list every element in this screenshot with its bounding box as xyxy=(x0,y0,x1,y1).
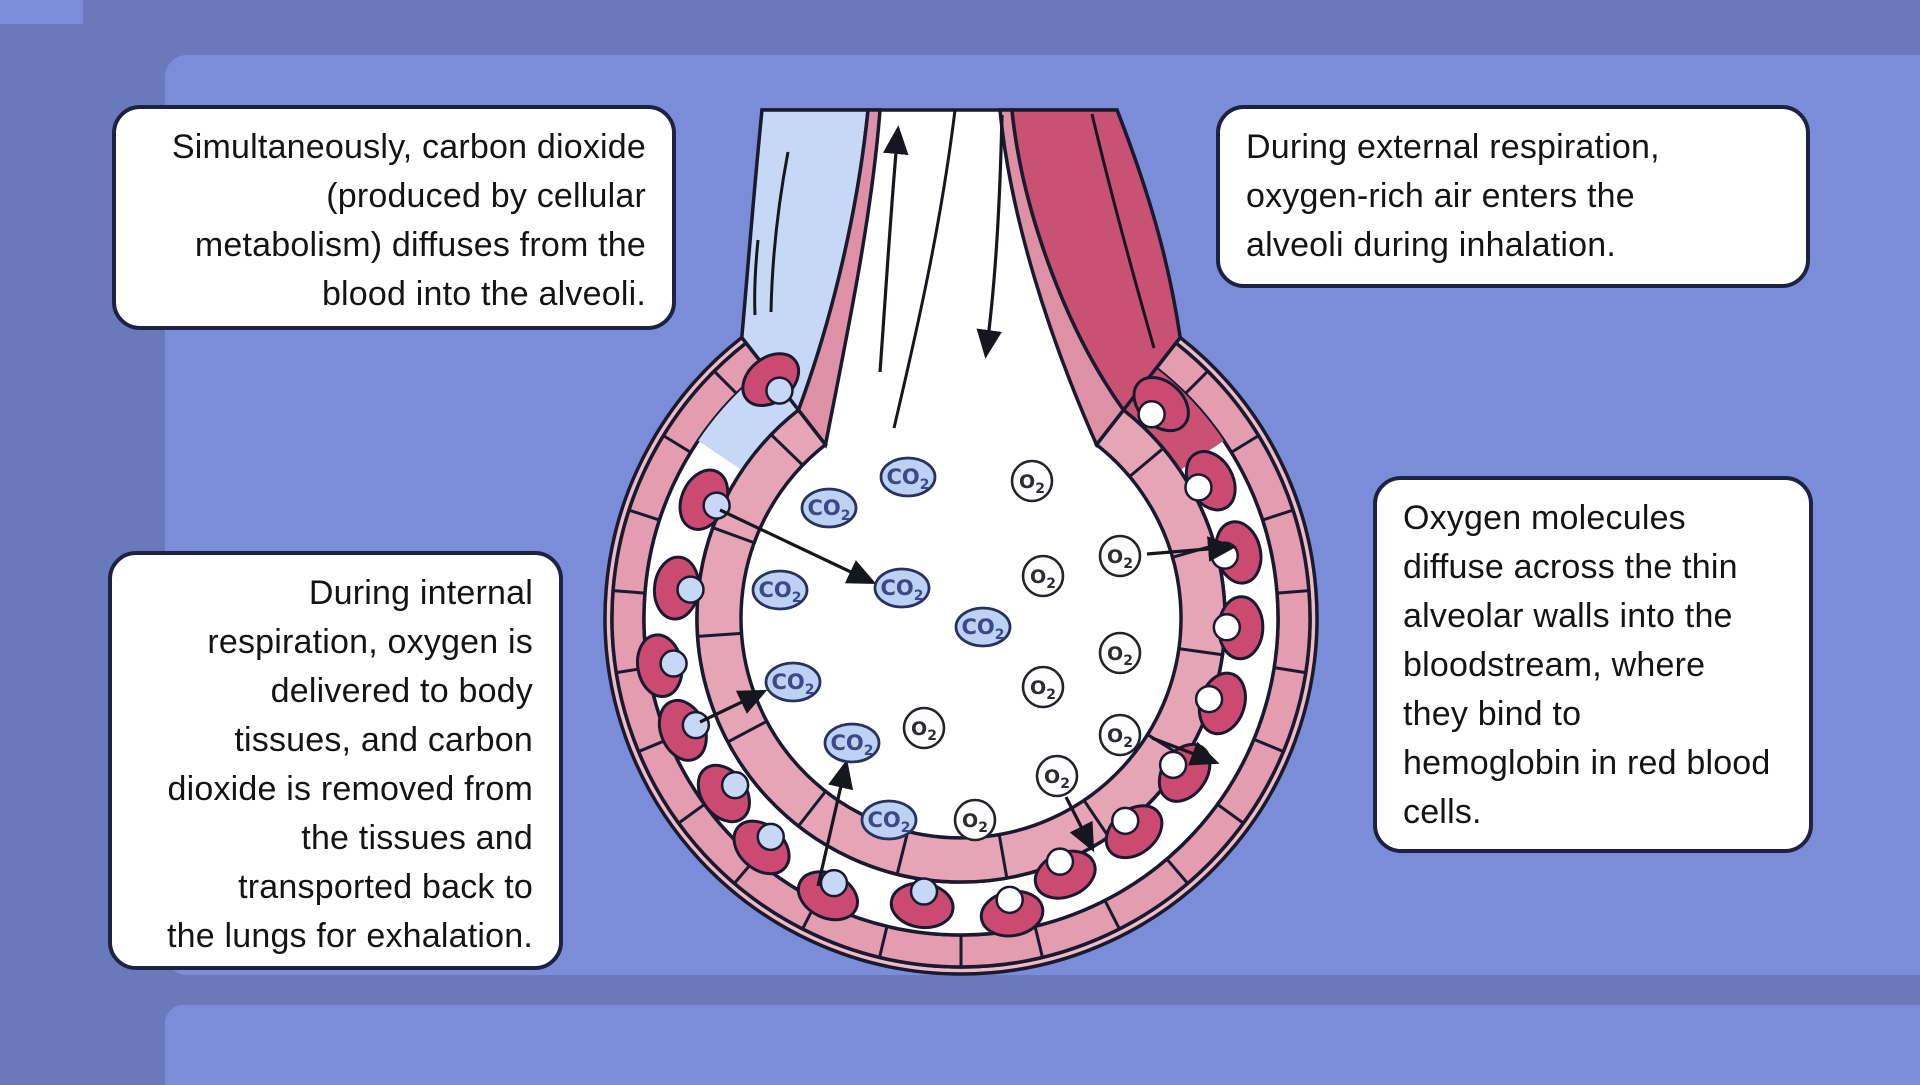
bound-co2-dot xyxy=(756,822,785,852)
svg-text:O2: O2 xyxy=(1030,566,1056,592)
bound-o2-dot xyxy=(1111,806,1140,836)
textbox-line: the lungs for exhalation. xyxy=(166,917,533,955)
capillary-wall-cell-borders xyxy=(612,370,1310,967)
co2-molecule: CO2 xyxy=(764,661,822,703)
svg-text:O2: O2 xyxy=(1019,471,1045,497)
airway-divider-line xyxy=(892,109,957,429)
artery-wall-stripe xyxy=(796,108,882,449)
artery-flow-line-short xyxy=(753,239,760,316)
textbox-line: they bind to xyxy=(1403,695,1582,733)
textbox-line: alveoli during inhalation. xyxy=(1246,226,1617,264)
o2-molecule: O2 xyxy=(1098,631,1142,675)
textbox-line: hemoglobin in red blood xyxy=(1403,744,1771,782)
svg-text:O2: O2 xyxy=(911,718,937,744)
o2-molecule: O2 xyxy=(1098,713,1142,757)
o2-molecule: O2 xyxy=(1098,534,1142,578)
svg-text:CO2: CO2 xyxy=(886,465,929,493)
textbox-line: bloodstream, where xyxy=(1403,646,1706,684)
pulmonary-vein-tube xyxy=(1010,108,1183,413)
diffusion-arrow xyxy=(1064,796,1095,853)
bound-co2-dot xyxy=(702,491,731,520)
bound-o2-dot xyxy=(995,885,1024,915)
o2-molecule: O2 xyxy=(1035,754,1079,798)
bound-o2-dot xyxy=(1194,684,1224,714)
textbox-line: During external respiration, xyxy=(1246,128,1660,166)
svg-text:CO2: CO2 xyxy=(867,808,910,836)
textbox-line: blood into the alveoli. xyxy=(321,275,646,313)
textbox-line: alveolar walls into the xyxy=(1403,597,1733,635)
exhalation-arrow xyxy=(878,125,909,373)
bound-co2-dot xyxy=(765,376,794,405)
o2-molecule: O2 xyxy=(1010,459,1054,503)
textbox-line: Simultaneously, carbon dioxide xyxy=(171,128,646,166)
textbox-line: delivered to body xyxy=(270,672,533,710)
bound-o2-dot xyxy=(1137,400,1166,429)
textbox-line: the tissues and xyxy=(301,819,533,857)
bound-o2-dot xyxy=(1158,750,1188,780)
svg-text:CO2: CO2 xyxy=(771,670,814,698)
textbox-line: (produced by cellular xyxy=(326,177,646,215)
svg-text:O2: O2 xyxy=(962,810,988,836)
svg-text:O2: O2 xyxy=(1107,546,1133,572)
textbox-line: diffuse across the thin xyxy=(1403,548,1738,586)
artery-flow-line xyxy=(769,151,790,313)
diffusion-arrows xyxy=(699,508,1237,887)
svg-text:CO2: CO2 xyxy=(961,615,1004,643)
textbox-internal-respiration: During internal respiration, oxygen is d… xyxy=(108,551,563,970)
textbox-line: During internal xyxy=(308,574,533,612)
bound-co2-dot xyxy=(676,575,705,604)
bound-o2-dot xyxy=(1212,613,1242,642)
textbox-line: Oxygen molecules xyxy=(1403,499,1686,537)
svg-text:O2: O2 xyxy=(1107,725,1133,751)
background-accent-corner xyxy=(0,0,83,24)
diffusion-arrow xyxy=(699,689,768,724)
o2-molecule: O2 xyxy=(953,798,997,842)
alveolar-wall xyxy=(695,407,1227,884)
textbox-line: dioxide is removed from xyxy=(167,770,533,808)
co2-molecule: CO2 xyxy=(879,456,937,498)
bound-co2-dot xyxy=(819,868,849,898)
diffusion-arrow xyxy=(719,508,877,585)
bound-co2-dot xyxy=(681,710,711,740)
diffusion-arrow xyxy=(1151,736,1220,766)
svg-text:CO2: CO2 xyxy=(880,576,923,604)
svg-text:CO2: CO2 xyxy=(807,496,850,524)
textbox-line: respiration, oxygen is xyxy=(207,623,533,661)
co2-molecule: CO2 xyxy=(751,569,809,611)
vein-flow-line xyxy=(1090,113,1156,349)
svg-text:O2: O2 xyxy=(1044,766,1070,792)
background-accent-bottom xyxy=(165,1005,1920,1085)
svg-text:O2: O2 xyxy=(1107,643,1133,669)
bound-o2-dot xyxy=(1184,473,1213,502)
bound-co2-dot xyxy=(909,877,939,906)
bound-co2-dot xyxy=(659,649,688,678)
o2-molecule: O2 xyxy=(1021,665,1065,709)
bound-o2-dot xyxy=(1045,847,1075,876)
svg-text:CO2: CO2 xyxy=(758,578,801,606)
textbox-line: metabolism) diffuses from the xyxy=(194,226,646,264)
textbox-co2-into-alveoli: Simultaneously, carbon dioxide (produced… xyxy=(112,105,676,330)
textbox-line: transported back to xyxy=(238,868,533,906)
co2-molecule: CO2 xyxy=(800,487,858,529)
textbox-external-respiration: During external respiration, oxygen-rich… xyxy=(1216,105,1810,288)
textbox-line: tissues, and carbon xyxy=(234,721,533,759)
diffusion-arrow xyxy=(816,759,854,887)
textbox-oxygen-binding: Oxygen molecules diffuse across the thin… xyxy=(1373,476,1813,853)
textbox-line: oxygen-rich air enters the xyxy=(1246,177,1635,215)
co2-molecule: CO2 xyxy=(873,567,931,609)
svg-text:CO2: CO2 xyxy=(830,731,873,759)
co2-molecule: CO2 xyxy=(954,606,1012,648)
textbox-line: cells. xyxy=(1403,793,1482,831)
svg-text:O2: O2 xyxy=(1030,677,1056,703)
o2-molecule: O2 xyxy=(902,706,946,750)
co2-molecule: CO2 xyxy=(860,799,918,841)
bound-co2-dot xyxy=(720,770,750,800)
o2-molecule: O2 xyxy=(1021,554,1065,598)
inhalation-arrow xyxy=(976,114,1004,359)
co2-molecule: CO2 xyxy=(823,722,881,764)
diffusion-arrow xyxy=(1146,536,1237,562)
